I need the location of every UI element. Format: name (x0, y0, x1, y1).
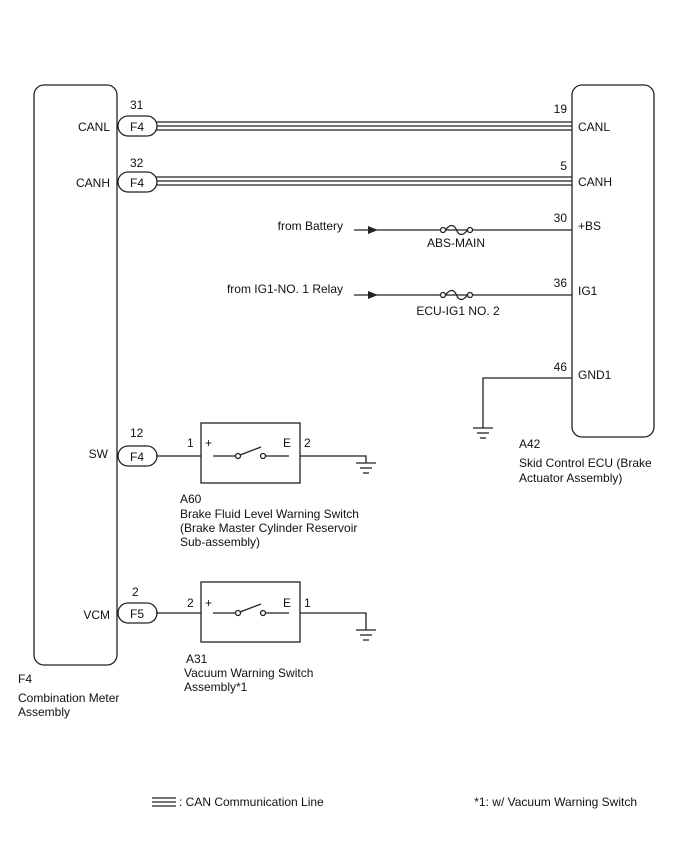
ecu-pin-label: IG1 (578, 284, 598, 298)
source-ig1-relay: from IG1-NO. 1 Relay (227, 282, 343, 296)
meter-pin-label: VCM (83, 608, 110, 622)
switch-e: E (283, 596, 291, 610)
arrow-icon (368, 226, 378, 234)
ecu-pin-number: 19 (554, 102, 568, 116)
meter-pin-label: CANL (78, 120, 110, 134)
switch-pin: 2 (304, 436, 311, 450)
switch-plus: + (205, 436, 212, 450)
ecu-code: A42 (519, 437, 541, 451)
ground-icon (356, 462, 376, 474)
canh-line (156, 176, 572, 186)
switch-e: E (283, 436, 291, 450)
meter-name: Combination Meter (18, 691, 119, 705)
switch-pin: 1 (304, 596, 311, 610)
ecu-pin-number: 46 (554, 360, 568, 374)
meter-pin-label: SW (89, 447, 109, 461)
fuse-label: ABS-MAIN (427, 236, 485, 250)
brake-switch-name: Brake Fluid Level Warning Switch (180, 507, 359, 521)
gnd1-line (482, 377, 572, 428)
brake-switch-code: A60 (180, 492, 202, 506)
ground-icon (356, 629, 376, 641)
skid-ecu-body (571, 84, 655, 438)
meter-pin-connector: F5 (130, 607, 144, 621)
meter-code: F4 (18, 672, 32, 686)
arrow-icon (368, 291, 378, 299)
can-line-legend-icon (152, 797, 176, 807)
brake-switch-name: Sub-assembly) (180, 535, 260, 549)
meter-pin-number: 32 (130, 156, 144, 170)
meter-pin-number: 2 (132, 585, 139, 599)
legend-footnote: *1: w/ Vacuum Warning Switch (474, 795, 637, 809)
vacuum-switch-code: A31 (186, 652, 208, 666)
fuse-icon (439, 224, 474, 236)
ecu-pin-number: 5 (560, 159, 567, 173)
ecu-name: Skid Control ECU (Brake (519, 456, 652, 470)
meter-name: Assembly (18, 705, 70, 719)
ecu-pin-number: 36 (554, 276, 568, 290)
ecu-name: Actuator Assembly) (519, 471, 622, 485)
ecu-pin-label: GND1 (578, 368, 612, 382)
fuse-label: ECU-IG1 NO. 2 (416, 304, 500, 318)
ecu-pin-label: +BS (578, 219, 601, 233)
source-battery: from Battery (278, 219, 343, 233)
switch-pin: 1 (187, 436, 194, 450)
ecu-pin-label: CANL (578, 120, 610, 134)
switch-icon (213, 446, 289, 460)
canl-line (156, 121, 572, 131)
meter-pin-connector: F4 (130, 450, 144, 464)
combination-meter-body (33, 84, 118, 666)
meter-pin-connector: F4 (130, 176, 144, 190)
legend-can-line: : CAN Communication Line (179, 795, 324, 809)
meter-pin-connector: F4 (130, 120, 144, 134)
switch-pin: 2 (187, 596, 194, 610)
ground-icon (473, 427, 493, 439)
vcm-ground-line (300, 612, 367, 630)
switch-plus: + (205, 596, 212, 610)
vacuum-switch-name: Assembly*1 (184, 680, 248, 694)
ecu-pin-label: CANH (578, 175, 612, 189)
switch-icon (213, 603, 289, 617)
connector-canl (117, 115, 158, 137)
fuse-icon (439, 289, 474, 301)
sw-ground-line (300, 455, 367, 463)
meter-pin-label: CANH (76, 176, 110, 190)
meter-pin-number: 12 (130, 426, 144, 440)
connector-canh (117, 171, 158, 193)
ecu-pin-number: 30 (554, 211, 568, 225)
meter-pin-number: 31 (130, 98, 144, 112)
vacuum-switch-body (200, 581, 301, 643)
vacuum-switch-name: Vacuum Warning Switch (184, 666, 313, 680)
brake-switch-name: (Brake Master Cylinder Reservoir (180, 521, 357, 535)
brake-fluid-switch-body (200, 422, 301, 484)
